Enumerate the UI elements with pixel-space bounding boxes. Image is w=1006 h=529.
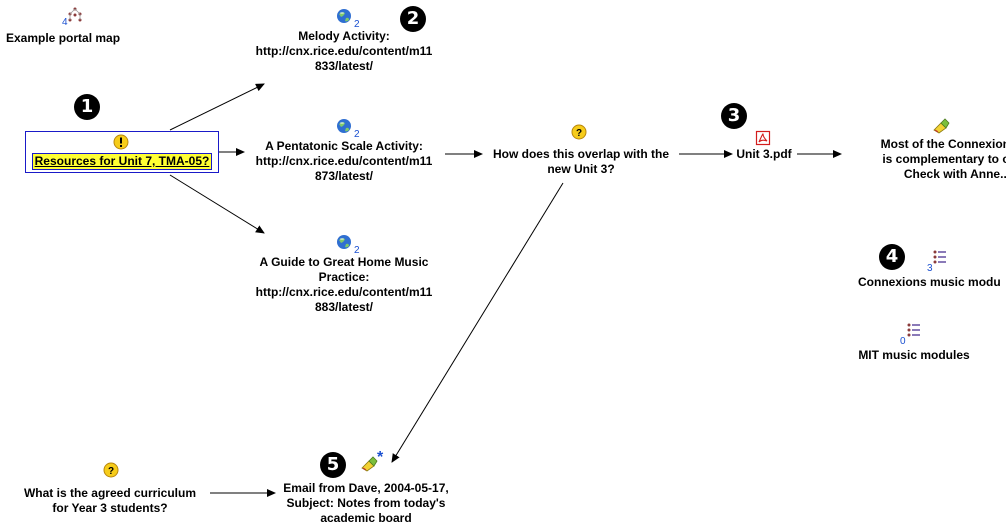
- email-label: Email from Dave, 2004-05-17, Subject: No…: [283, 481, 449, 525]
- resources-label: Resources for Unit 7, TMA-05?: [31, 153, 213, 170]
- question-icon: ?: [571, 124, 587, 140]
- node-pentatonic[interactable]: 2 A Pentatonic Scale Activity: http://cn…: [236, 118, 452, 184]
- guide-label: A Guide to Great Home Music Practice: ht…: [255, 255, 433, 314]
- web-reference-icon: [337, 235, 351, 249]
- node-connexions-note[interactable]: Most of the Connexions ac is complementa…: [842, 118, 1006, 182]
- node-curriculum[interactable]: ? What is the agreed curriculum for Year…: [6, 462, 214, 516]
- node-unit3[interactable]: Unit 3.pdf: [726, 130, 802, 162]
- marker-2: 2: [400, 6, 426, 32]
- marker-4: 4: [879, 244, 905, 270]
- note-icon: [933, 118, 950, 134]
- link-resources-guide[interactable]: [169, 174, 265, 234]
- web-reference-icon: [337, 119, 351, 133]
- connexions-modules-label: Connexions music modu: [858, 275, 1001, 289]
- web-reference-icon: [337, 9, 351, 23]
- marker-1: 1: [74, 94, 100, 120]
- curriculum-label: What is the agreed curriculum for Year 3…: [23, 486, 197, 515]
- link-overlap-email[interactable]: [391, 182, 564, 463]
- pentatonic-count: 2: [354, 129, 360, 140]
- portal-map-label: Example portal map: [6, 31, 121, 45]
- overlap-label: How does this overlap with the new Unit …: [492, 147, 670, 176]
- node-email[interactable]: * Email from Dave, 2004-05-17, Subject: …: [270, 450, 462, 526]
- svg-text:?: ?: [108, 466, 114, 477]
- guide-count: 2: [354, 245, 360, 256]
- node-resources[interactable]: Resources for Unit 7, TMA-05?: [25, 131, 219, 173]
- node-mit-modules[interactable]: 0 MIT music modules: [854, 322, 974, 363]
- node-guide[interactable]: 2 A Guide to Great Home Music Practice: …: [236, 234, 452, 315]
- connexions-modules-count: 3: [927, 263, 933, 274]
- node-connexions-modules[interactable]: 3 Connexions music modu: [856, 249, 1006, 290]
- mit-modules-label: MIT music modules: [858, 348, 970, 362]
- link-resources-melody[interactable]: [169, 83, 265, 131]
- connexions-note-label: Most of the Connexions ac is complementa…: [880, 137, 1006, 181]
- note-icon: [361, 456, 378, 472]
- node-melody[interactable]: 2 Melody Activity: http://cnx.rice.edu/c…: [236, 8, 452, 74]
- question-icon: ?: [103, 462, 119, 478]
- melody-count: 2: [354, 19, 360, 30]
- list-icon: [933, 250, 946, 264]
- svg-text:?: ?: [576, 128, 582, 139]
- email-badge: *: [377, 449, 384, 466]
- melody-label: Melody Activity: http://cnx.rice.edu/con…: [255, 29, 433, 73]
- node-overlap[interactable]: ? How does this overlap with the new Uni…: [478, 124, 684, 177]
- node-portal-map[interactable]: 4 Example portal map: [6, 5, 156, 46]
- marker-3: 3: [721, 103, 747, 129]
- issue-icon: [113, 134, 129, 150]
- list-icon: [907, 323, 920, 337]
- unit3-label: Unit 3.pdf: [736, 147, 792, 161]
- map-icon: [68, 7, 82, 22]
- pdf-icon: [755, 130, 771, 146]
- pentatonic-label: A Pentatonic Scale Activity: http://cnx.…: [255, 139, 433, 183]
- portal-map-count: 4: [62, 17, 68, 28]
- mit-modules-count: 0: [900, 336, 906, 347]
- marker-5: 5: [320, 452, 346, 478]
